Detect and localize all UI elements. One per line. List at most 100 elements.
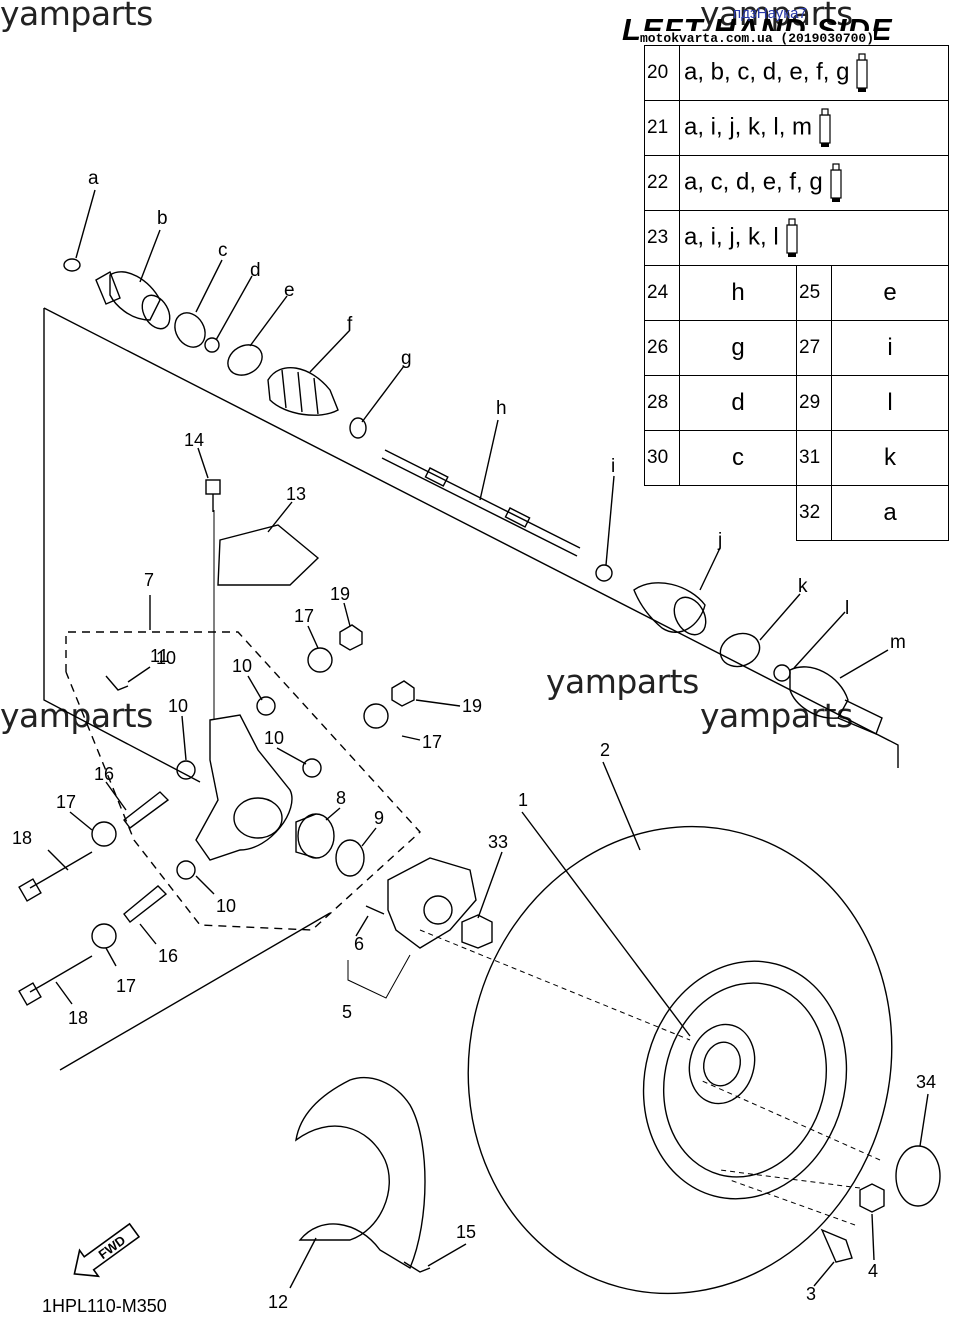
kit-row: 32 a bbox=[645, 485, 949, 541]
part-number: 3 bbox=[806, 1284, 816, 1304]
group-frame-line bbox=[43, 307, 899, 768]
kit-parts: a, b, c, d, e, f, g bbox=[679, 45, 949, 101]
part-number: 14 bbox=[184, 430, 204, 450]
part-label: b bbox=[157, 208, 168, 229]
kit-row: 24 h 25 e bbox=[644, 265, 949, 321]
knuckle-group-frame bbox=[65, 631, 421, 931]
part-number: 10 bbox=[168, 696, 188, 716]
source-url: motokvarta.com.ua (2019030700) bbox=[640, 31, 875, 46]
kit-table: 20 a, b, c, d, e, f, g 21 a, i, j, k, l,… bbox=[644, 45, 949, 541]
wheel bbox=[467, 825, 893, 1295]
watermark: yamparts bbox=[0, 696, 153, 735]
kit-number: 30 bbox=[644, 430, 680, 486]
part-number: 17 bbox=[56, 792, 76, 812]
grease-tube-icon bbox=[786, 218, 798, 257]
kit-row: 22 a, c, d, e, f, g bbox=[644, 155, 949, 211]
kit-parts: a, c, d, e, f, g bbox=[679, 155, 949, 211]
part-number: 6 bbox=[354, 934, 364, 954]
brake-disc bbox=[295, 1076, 426, 1270]
part-number: 17 bbox=[116, 976, 136, 996]
part-label: k bbox=[798, 576, 808, 597]
group-frame-line bbox=[59, 912, 331, 1071]
diagram-code: 1HPL110-M350 bbox=[42, 1296, 167, 1316]
boot-part-inner bbox=[633, 582, 707, 636]
part-number: 13 bbox=[286, 484, 306, 504]
kit-number: 32 bbox=[796, 485, 832, 541]
kit-parts: a bbox=[831, 485, 949, 541]
part-number: 18 bbox=[12, 828, 32, 848]
fwd-arrow-icon: FWD bbox=[73, 1222, 141, 1278]
part-number: 10 bbox=[216, 896, 236, 916]
boot-part bbox=[267, 366, 339, 416]
knuckle-part bbox=[195, 714, 293, 861]
kit-parts: d bbox=[679, 375, 797, 431]
part-number: 10 bbox=[232, 656, 252, 676]
kit-parts-text: a, i, j, k, l, m bbox=[684, 113, 813, 141]
kit-row: 20 a, b, c, d, e, f, g bbox=[644, 45, 949, 101]
part-number: 16 bbox=[158, 946, 178, 966]
kit-number: 20 bbox=[644, 45, 680, 101]
bracket-part bbox=[217, 524, 320, 586]
kit-parts: g bbox=[679, 320, 797, 376]
hub-cap bbox=[895, 1145, 941, 1207]
part-label: g bbox=[401, 348, 412, 369]
part-number: 2 bbox=[600, 740, 610, 760]
part-number: 16 bbox=[94, 764, 114, 784]
kit-row: 23 a, i, j, k, l bbox=[644, 210, 949, 266]
kit-row: 28 d 29 l bbox=[644, 375, 949, 431]
kit-number: 27 bbox=[796, 320, 832, 376]
part-number: 10 bbox=[156, 648, 176, 668]
kit-number: 25 bbox=[796, 265, 832, 321]
part-label: c bbox=[218, 240, 228, 261]
part-label: e bbox=[284, 280, 295, 301]
part-number: 19 bbox=[330, 584, 350, 604]
drive-shaft bbox=[381, 449, 581, 557]
grease-tube-icon bbox=[830, 163, 842, 202]
watermark: yamparts bbox=[700, 0, 853, 33]
kit-row: 26 g 27 i bbox=[644, 320, 949, 376]
part-label: l bbox=[845, 598, 849, 619]
part-number: 12 bbox=[268, 1292, 288, 1312]
kit-parts: e bbox=[831, 265, 949, 321]
part-label: i bbox=[611, 456, 615, 477]
part-number: 19 bbox=[462, 696, 482, 716]
part-number: 17 bbox=[422, 732, 442, 752]
part-number: 34 bbox=[916, 1072, 936, 1092]
grease-tube-icon bbox=[856, 53, 869, 92]
watermark: yamparts bbox=[546, 662, 699, 701]
part-number: 9 bbox=[374, 808, 384, 828]
bolt-14 bbox=[205, 479, 221, 512]
kit-parts-text: a, b, c, d, e, f, g bbox=[684, 58, 850, 86]
kit-row: 30 c 31 k bbox=[644, 430, 949, 486]
hub-part bbox=[387, 857, 477, 949]
bearing-part bbox=[295, 813, 335, 859]
part-label: j bbox=[717, 530, 722, 551]
watermark: yamparts bbox=[700, 696, 853, 735]
part-number: 11 bbox=[150, 646, 169, 666]
kit-number: 22 bbox=[644, 155, 680, 211]
kit-number: 29 bbox=[796, 375, 832, 431]
cv-joint-outer bbox=[95, 270, 171, 330]
kit-parts: a, i, j, k, l bbox=[679, 210, 949, 266]
part-label: h bbox=[496, 398, 507, 419]
kit-parts-text: a, c, d, e, f, g bbox=[684, 168, 823, 196]
part-label: f bbox=[347, 314, 353, 335]
part-number: 8 bbox=[336, 788, 346, 808]
kit-parts: c bbox=[679, 430, 797, 486]
group-frame-line bbox=[43, 308, 201, 783]
cv-joint-inner bbox=[789, 666, 883, 735]
circlip-part bbox=[63, 258, 81, 272]
part-number: 17 bbox=[294, 606, 314, 626]
part-number: 10 bbox=[264, 728, 284, 748]
kit-parts-text: a, i, j, k, l bbox=[684, 223, 779, 251]
part-number: 5 bbox=[342, 1002, 352, 1022]
part-number: 7 bbox=[144, 570, 154, 590]
part-number: 15 bbox=[456, 1222, 476, 1242]
part-number: 33 bbox=[488, 832, 508, 852]
part-label: m bbox=[890, 632, 906, 653]
part-label: d bbox=[250, 260, 261, 281]
part-number: 18 bbox=[68, 1008, 88, 1028]
grease-tube-icon bbox=[819, 108, 831, 147]
